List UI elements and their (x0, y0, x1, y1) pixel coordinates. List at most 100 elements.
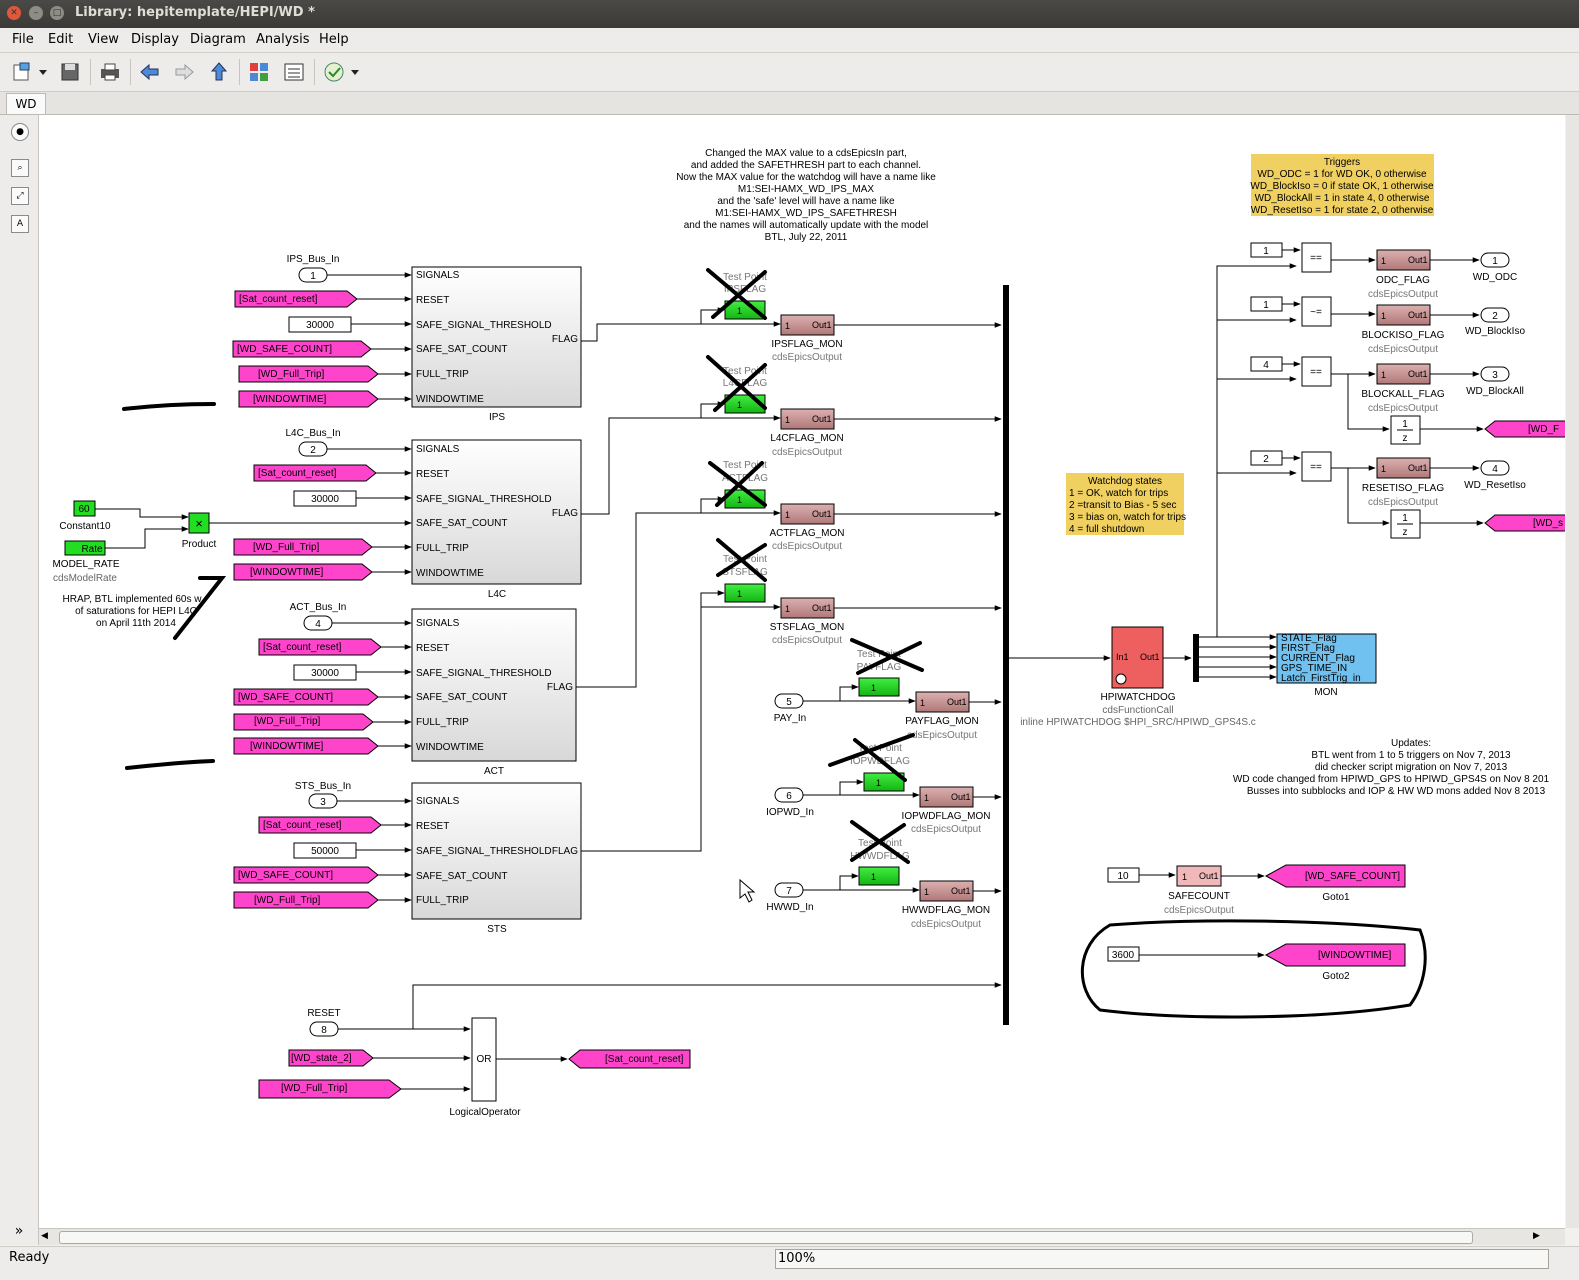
inport-number: 8 (321, 1025, 327, 1036)
close-icon[interactable]: ✕ (7, 6, 21, 20)
vertical-scrollbar[interactable] (1566, 115, 1579, 1228)
from-tag (258, 638, 382, 656)
goto-label: [WD_s (1533, 518, 1563, 529)
note-line: BTL went from 1 to 5 triggers on Nov 7, … (1311, 750, 1511, 761)
model-browser-icon[interactable] (246, 59, 272, 85)
menu-view[interactable]: View (88, 32, 119, 47)
outport-label: WD_BlockAll (1466, 386, 1524, 397)
diagram-canvas[interactable]: Changed the MAX value to a cdsEpicsIn pa… (39, 115, 1565, 1228)
from-tag-label: [WINDOWTIME] (253, 394, 327, 405)
outport-number: 4 (1492, 464, 1498, 475)
port-label: SAFE_SIGNAL_THRESHOLD (416, 494, 552, 505)
expand-icon[interactable]: » (14, 1223, 24, 1239)
horizontal-scrollbar[interactable]: ◀ ▶ (39, 1228, 1565, 1245)
scroll-right-icon[interactable]: ▶ (1533, 1231, 1540, 1241)
flag-wires (576, 323, 702, 852)
subsystem-act[interactable]: SIGNALS RESET SAFE_SIGNAL_THRESHOLD SAFE… (411, 608, 577, 777)
hpiwatchdog-block[interactable]: In1 Out1 HPIWATCHDOG cdsFunctionCall inl… (1020, 626, 1256, 728)
menu-analysis[interactable]: Analysis (256, 32, 310, 47)
note-triggers: Triggers WD_ODC = 1 for WD OK, 0 otherwi… (1250, 154, 1434, 216)
constant-value: 1 (1263, 300, 1269, 311)
port-in: 1 (1182, 872, 1187, 882)
tp-title: Test Point (723, 460, 767, 471)
goto-name: Goto1 (1322, 892, 1350, 903)
outport-number: 2 (1492, 311, 1498, 322)
print-icon[interactable] (97, 59, 123, 85)
subsystem-ips[interactable]: SIGNALS RESET SAFE_SIGNAL_THRESHOLD SAFE… (411, 266, 582, 423)
mon-signal: Latch_FirstTrig_in (1281, 673, 1361, 684)
mux-bar[interactable] (1003, 285, 1009, 1025)
port-label: FULL_TRIP (416, 369, 469, 380)
from-tag (233, 538, 373, 556)
port-out: Out1 (951, 886, 971, 896)
port-out: Out1 (1140, 652, 1160, 662)
inport-label: RESET (307, 1008, 340, 1019)
mon-type: cdsEpicsOutput (772, 352, 842, 363)
l4c-inputs: L4C_Bus_In 2 [Sat_count_reset] 30000 [WD… (52, 428, 412, 584)
constant-value: 1 (1263, 246, 1269, 257)
from-tag-label: [WD_state_2] (291, 1053, 352, 1064)
new-model-icon[interactable] (9, 59, 35, 85)
test-point-block (863, 772, 905, 792)
outport-number: 1 (1492, 256, 1498, 267)
note-line: M1:SEI-HAMX_WD_IPS_SAFETHRESH (715, 208, 897, 219)
block-name: LogicalOperator (449, 1107, 521, 1118)
goto-tag (568, 1049, 691, 1069)
note-line: WD_ResetIso = 1 for state 2, 0 otherwise (1251, 205, 1434, 216)
fit-view-icon[interactable]: ⤢ (11, 187, 29, 205)
menu-edit[interactable]: Edit (48, 32, 74, 47)
tp-port: 1 (737, 306, 742, 316)
forward-arrow-icon[interactable] (171, 59, 197, 85)
check-icon[interactable] (321, 59, 347, 85)
inport-number: 4 (315, 619, 321, 630)
mon-name: STSFLAG_MON (770, 622, 844, 633)
minimize-icon[interactable]: – (29, 6, 43, 20)
subsystem-sts[interactable]: SIGNALS RESET SAFE_SIGNAL_THRESHOLD SAFE… (411, 782, 582, 935)
window-title: Library: hepitemplate/HEPI/WD * (75, 5, 315, 20)
hide-browser-icon[interactable]: ● (11, 123, 29, 141)
note-line: and the names will automatically update … (684, 220, 929, 231)
demux-bar[interactable] (1193, 634, 1199, 682)
note-updates: Updates: BTL went from 1 to 5 triggers o… (1233, 738, 1550, 797)
from-tag (253, 464, 377, 482)
scroll-thumb[interactable] (59, 1231, 1473, 1244)
dropdown-arrow-icon[interactable] (348, 59, 362, 85)
library-browser-icon[interactable] (281, 59, 307, 85)
link-icon (1115, 673, 1127, 685)
scroll-left-icon[interactable]: ◀ (41, 1231, 48, 1241)
epics-type: cdsEpicsOutput (1368, 289, 1438, 300)
menu-file[interactable]: File (12, 32, 34, 47)
back-arrow-icon[interactable] (137, 59, 163, 85)
test-point-block (858, 677, 900, 697)
block-name: MON (1314, 687, 1337, 698)
maximize-icon[interactable]: □ (50, 6, 64, 20)
from-tag (233, 891, 379, 909)
mon-name: HWWDFLAG_MON (902, 905, 990, 916)
mon-name: IPSFLAG_MON (771, 339, 842, 350)
mon-name: L4CFLAG_MON (770, 433, 843, 444)
outport (1480, 366, 1510, 382)
port-out: Out1 (812, 320, 832, 330)
tp-tag: PAYFLAG (857, 662, 902, 673)
tab-wd[interactable]: WD (6, 93, 46, 114)
menu-help[interactable]: Help (319, 32, 349, 47)
up-arrow-icon[interactable] (206, 59, 232, 85)
save-icon[interactable] (57, 59, 83, 85)
from-tag (232, 340, 372, 358)
product-symbol: × (195, 516, 203, 531)
subsystem-l4c[interactable]: SIGNALS RESET SAFE_SIGNAL_THRESHOLD SAFE… (411, 439, 582, 600)
mon-block[interactable]: STATE_Flag FIRST_Flag CURRENT_Flag GPS_T… (1276, 633, 1377, 698)
title-bar: ✕ – □ Library: hepitemplate/HEPI/WD * (0, 0, 1579, 28)
menu-display[interactable]: Display (131, 32, 179, 47)
zoom-icon[interactable]: ⌕ (11, 159, 29, 177)
goto-tag (1264, 864, 1406, 888)
menu-diagram[interactable]: Diagram (190, 32, 246, 47)
annotation-icon[interactable]: A (11, 215, 29, 233)
port-label: RESET (416, 469, 449, 480)
extra-inputs: 5 PAY_In 6 IOPWD_In 7 HWWD_In (766, 693, 814, 913)
dropdown-arrow-icon[interactable] (36, 59, 50, 85)
epics-type: cdsEpicsOutput (1368, 403, 1438, 414)
